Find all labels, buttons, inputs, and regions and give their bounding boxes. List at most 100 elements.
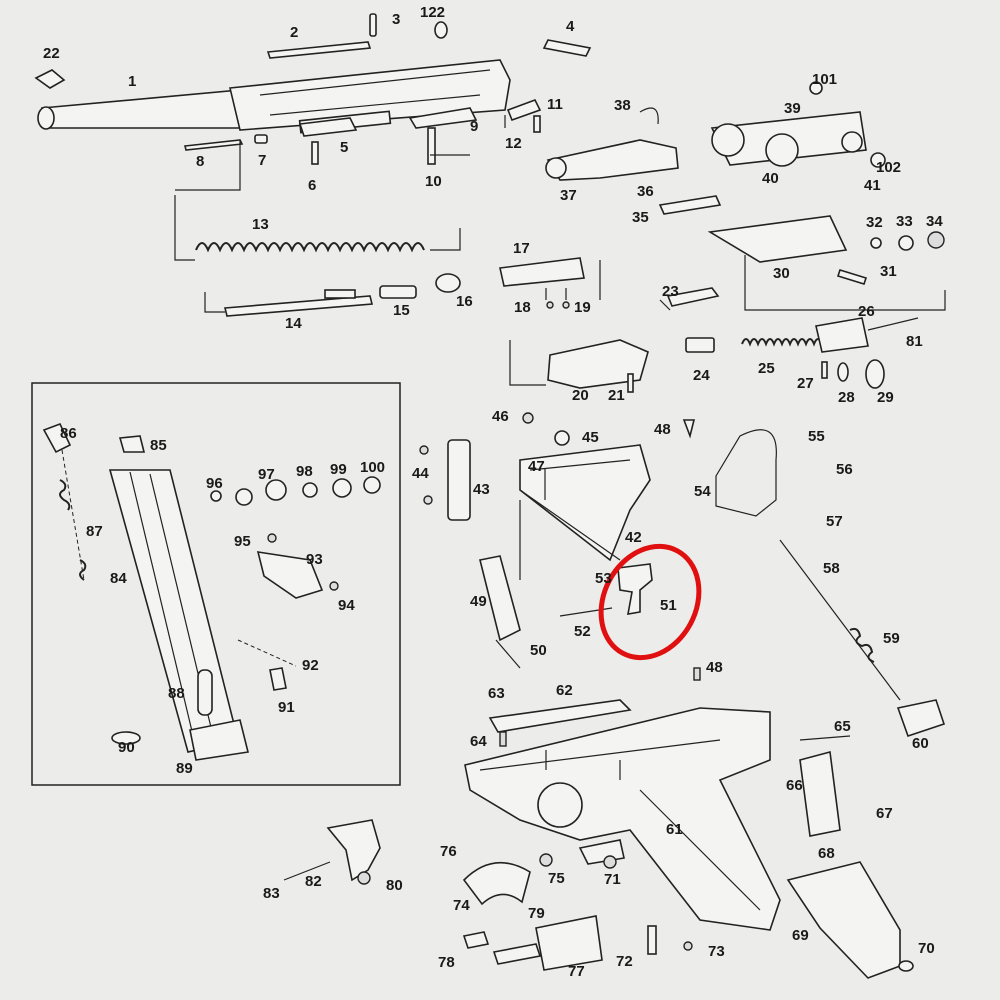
part-label: 102 [876, 159, 901, 176]
part-label: 2 [290, 24, 298, 41]
part-label: 36 [637, 183, 654, 200]
part-label: 50 [530, 642, 547, 659]
part-label: 85 [150, 437, 167, 454]
part-label: 18 [514, 299, 531, 316]
part-label: 51 [660, 597, 677, 614]
part-label: 83 [263, 885, 280, 902]
part-label: 40 [762, 170, 779, 187]
part-label: 56 [836, 461, 853, 478]
part-label: 95 [234, 533, 251, 550]
part-label: 15 [393, 302, 410, 319]
part-label: 89 [176, 760, 193, 777]
part-label: 4 [566, 18, 575, 35]
part-label: 49 [470, 593, 487, 610]
part-label: 97 [258, 466, 275, 483]
part-label: 63 [488, 685, 505, 702]
part-label: 72 [616, 953, 633, 970]
part-label: 70 [918, 940, 935, 957]
part-label: 78 [438, 954, 455, 971]
part-label: 76 [440, 843, 457, 860]
part-label: 16 [456, 293, 473, 310]
part-label: 41 [864, 177, 881, 194]
small-pins-top [184, 13, 592, 165]
part-label: 92 [302, 657, 319, 674]
part-label: 38 [614, 97, 631, 114]
part-label: 48 [706, 659, 723, 676]
part-label: 82 [305, 873, 322, 890]
part-label: 61 [666, 821, 683, 838]
part-label: 24 [693, 367, 710, 384]
recoil-spring-group [174, 195, 601, 317]
part-label: 99 [330, 461, 347, 478]
part-label: 101 [812, 71, 837, 88]
part-label: 81 [906, 333, 923, 350]
part-label: 19 [574, 299, 591, 316]
part-label: 35 [632, 209, 649, 226]
part-label: 47 [528, 458, 545, 475]
part-label: 26 [858, 303, 875, 320]
part-label: 75 [548, 870, 565, 887]
part-label: 93 [306, 551, 323, 568]
part-label: 34 [926, 213, 943, 230]
part-label: 32 [866, 214, 883, 231]
part-label: 94 [338, 597, 355, 614]
part-label: 96 [206, 475, 223, 492]
part-label: 33 [896, 213, 913, 230]
leader-lines [175, 115, 671, 780]
part-label: 84 [110, 570, 127, 587]
part-label: 44 [412, 465, 429, 482]
part-label: 65 [834, 718, 851, 735]
part-label: 57 [826, 513, 843, 530]
part-label: 42 [625, 529, 642, 546]
part-label: 88 [168, 685, 185, 702]
part-label: 6 [308, 177, 316, 194]
lower-frame [283, 667, 914, 979]
part-label: 21 [608, 387, 625, 404]
part-label: 71 [604, 871, 621, 888]
part-label: 74 [453, 897, 470, 914]
part-label: 59 [883, 630, 900, 647]
part-label: 10 [425, 173, 442, 190]
magazine-inset-box [31, 382, 401, 786]
part-label: 53 [595, 570, 612, 587]
part-label: 60 [912, 735, 929, 752]
part-label: 13 [252, 216, 269, 233]
part-label: 37 [560, 187, 577, 204]
part-label: 43 [473, 481, 490, 498]
part-label: 48 [654, 421, 671, 438]
part-label: 80 [386, 877, 403, 894]
part-label: 55 [808, 428, 825, 445]
part-label: 20 [572, 387, 589, 404]
part-label: 122 [420, 4, 445, 21]
part-label: 67 [876, 805, 893, 822]
part-label: 8 [196, 153, 204, 170]
highlight-circle [598, 543, 702, 661]
part-label: 54 [694, 483, 711, 500]
part-label: 90 [118, 739, 135, 756]
part-label: 29 [877, 389, 894, 406]
part-label: 86 [60, 425, 77, 442]
frame-center-parts [419, 412, 946, 738]
part-label: 9 [470, 118, 478, 135]
part-label: 73 [708, 943, 725, 960]
part-label: 5 [340, 139, 348, 156]
part-label: 62 [556, 682, 573, 699]
part-label: 52 [574, 623, 591, 640]
part-label: 45 [582, 429, 599, 446]
part-label: 27 [797, 375, 814, 392]
part-label: 79 [528, 905, 545, 922]
magazine-parts [42, 422, 381, 761]
part-label: 98 [296, 463, 313, 480]
part-label: 66 [786, 777, 803, 794]
part-label: 23 [662, 283, 679, 300]
part-label: 14 [285, 315, 302, 332]
part-label: 1 [128, 73, 136, 90]
part-label: 12 [505, 135, 522, 152]
part-label: 87 [86, 523, 103, 540]
part-label: 7 [258, 152, 266, 169]
part-label: 11 [547, 96, 563, 113]
part-label: 22 [43, 45, 60, 62]
part-label: 77 [568, 963, 585, 980]
